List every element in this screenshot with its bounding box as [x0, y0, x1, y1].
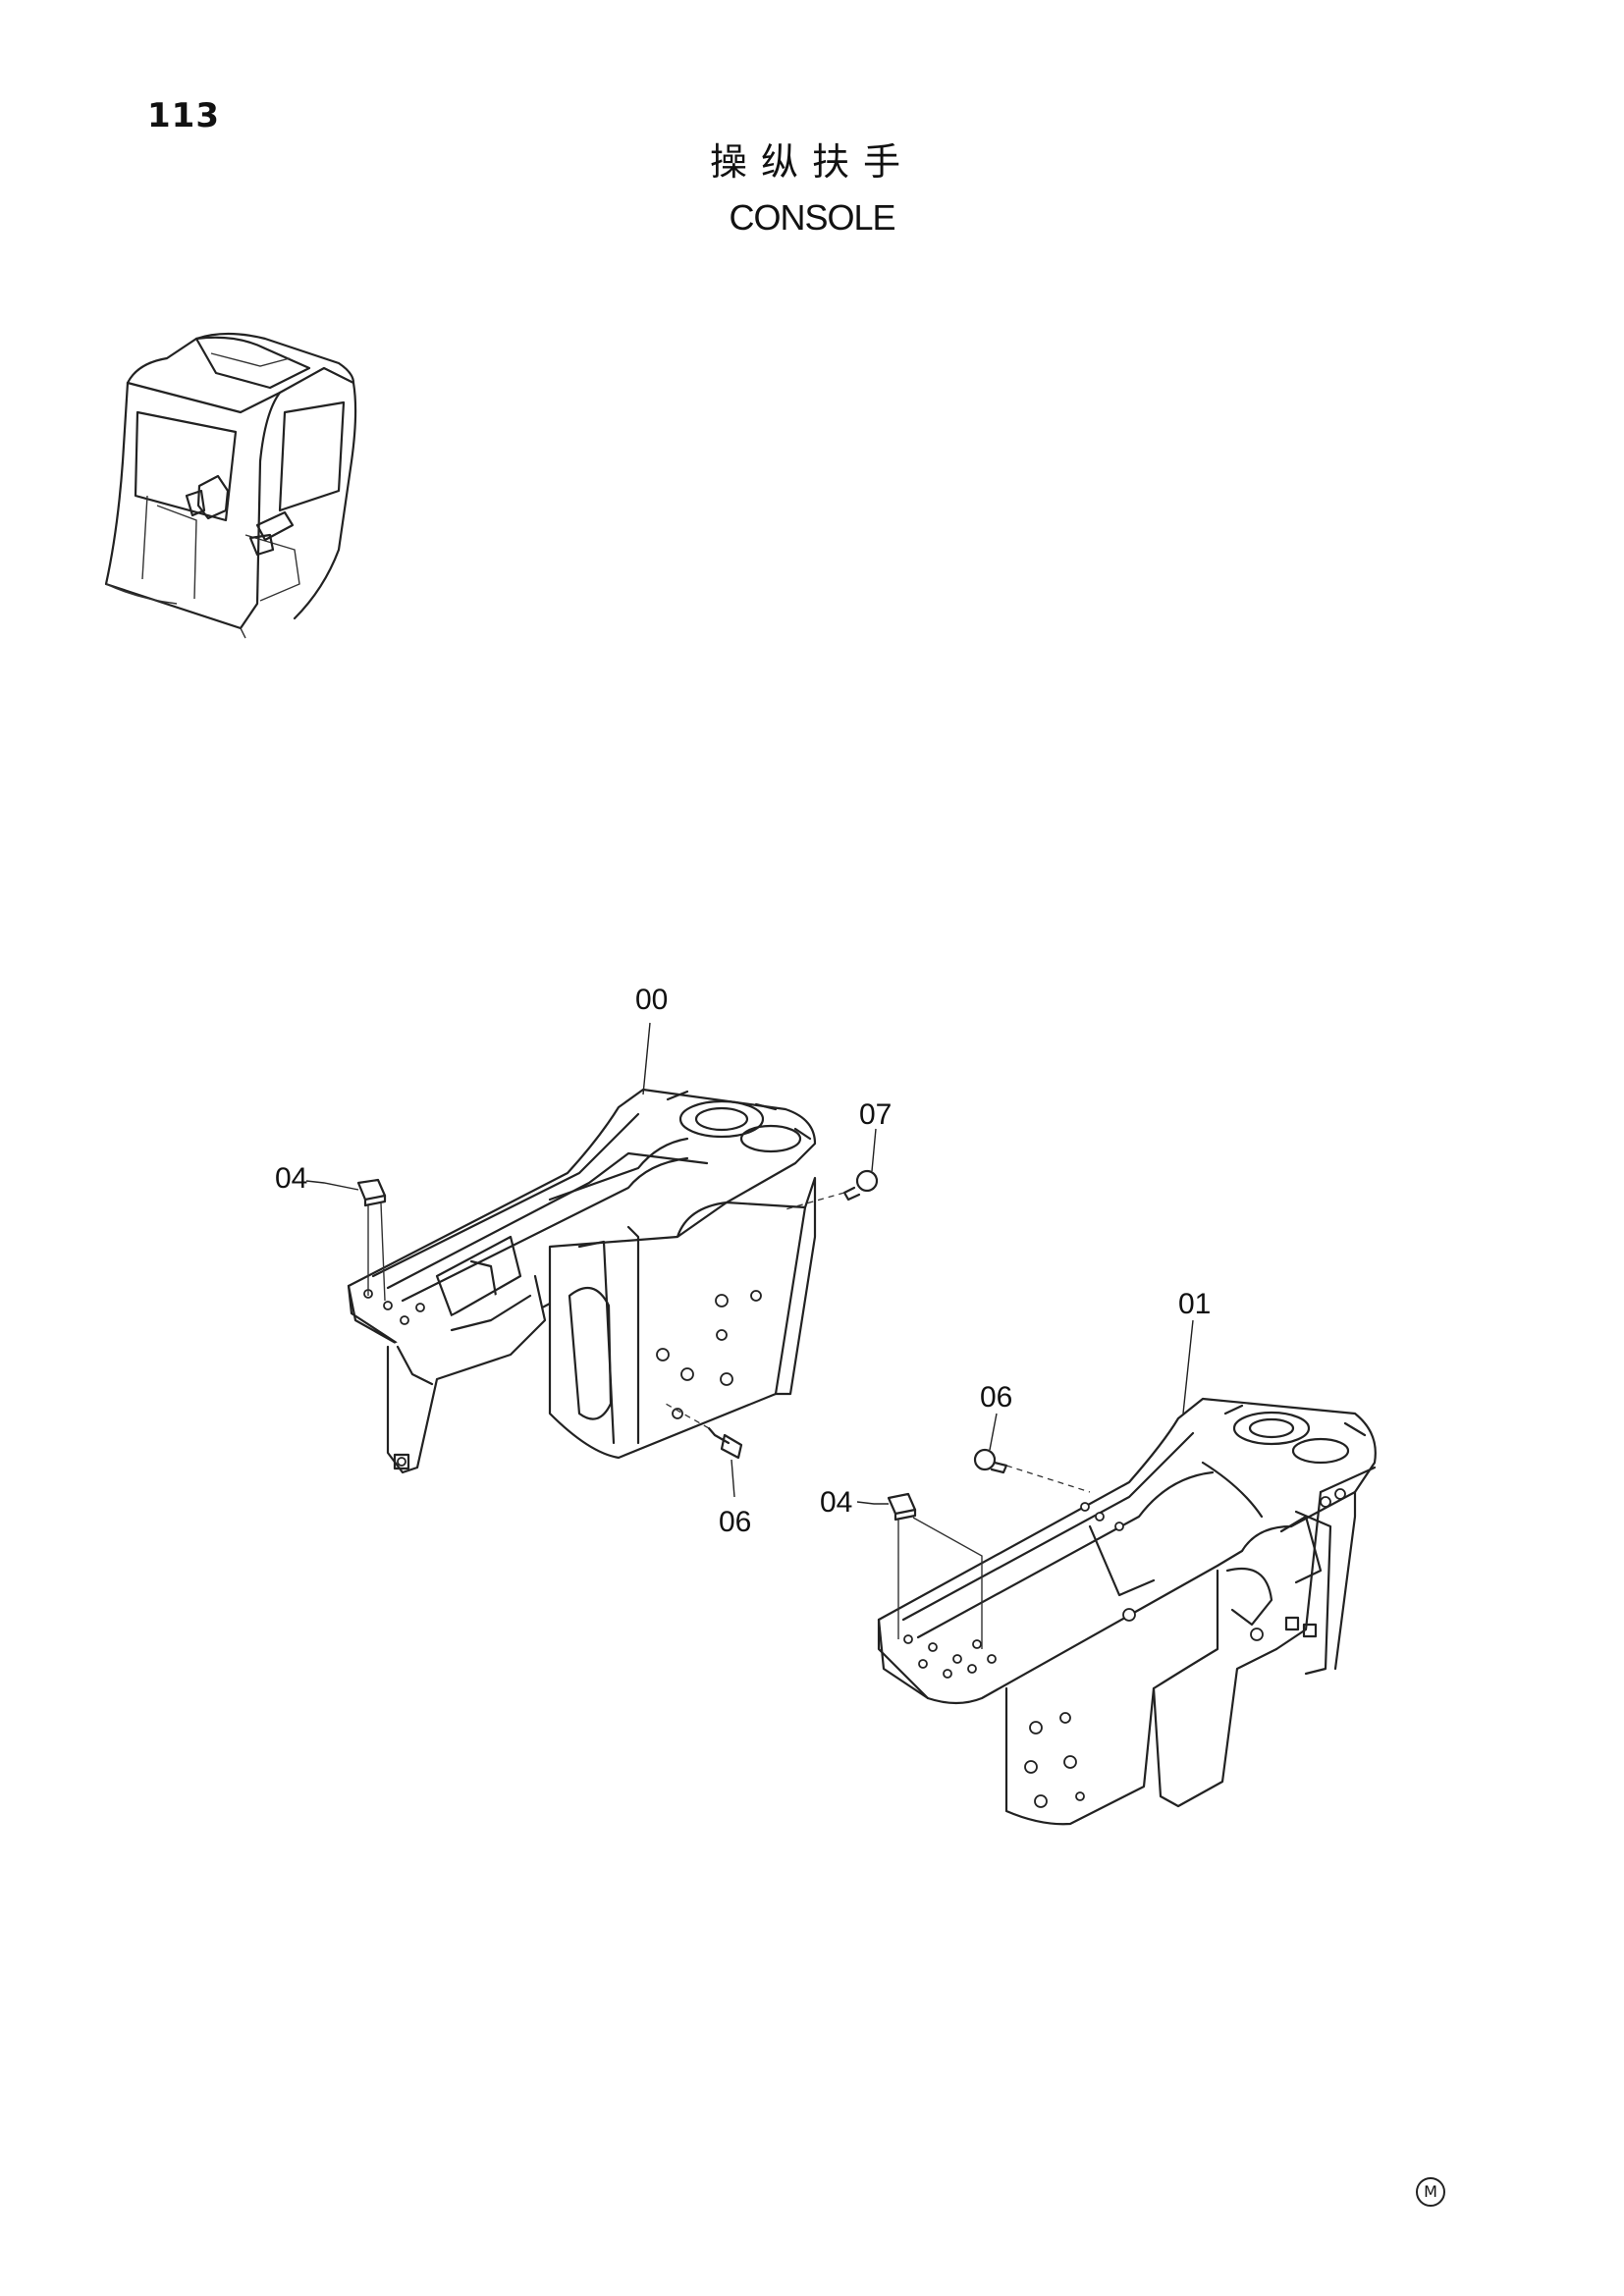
callout-00: 00 — [635, 984, 668, 1016]
console-highlight-left — [185, 474, 230, 520]
cab-locator-illustration — [104, 332, 357, 639]
callout-04-lower: 04 — [820, 1486, 852, 1519]
part-07-bolt — [785, 1169, 879, 1210]
leader-06-upper — [989, 1413, 998, 1451]
console-01-illustration — [877, 1397, 1377, 1826]
title-block: 操纵扶手 CONSOLE — [0, 137, 1624, 241]
callout-01: 01 — [1178, 1288, 1211, 1320]
part-04-cap-upper — [356, 1178, 387, 1302]
leader-01 — [1182, 1319, 1194, 1415]
callout-04-upper: 04 — [275, 1162, 307, 1195]
callout-06-upper: 06 — [980, 1381, 1012, 1414]
part-06-bolt-upper — [973, 1448, 1091, 1493]
console-highlight-right — [248, 510, 295, 557]
console-00-illustration — [347, 1088, 817, 1474]
leader-07 — [871, 1128, 877, 1172]
leader-04-lower — [856, 1501, 889, 1505]
title-english: CONSOLE — [729, 197, 895, 238]
callout-07: 07 — [859, 1098, 892, 1131]
corner-mark: M — [1416, 2177, 1445, 2207]
leader-04-upper — [305, 1180, 359, 1191]
title-chinese: 操纵扶手 — [709, 140, 914, 184]
part-06-bolt-lower — [665, 1403, 743, 1460]
leader-lines — [305, 1022, 1194, 1505]
leader-06-lower — [731, 1459, 735, 1498]
part-04-cap-lower — [887, 1492, 983, 1649]
callout-06-lower: 06 — [719, 1506, 751, 1538]
page-number: 113 — [147, 96, 220, 135]
leader-00 — [642, 1022, 651, 1095]
